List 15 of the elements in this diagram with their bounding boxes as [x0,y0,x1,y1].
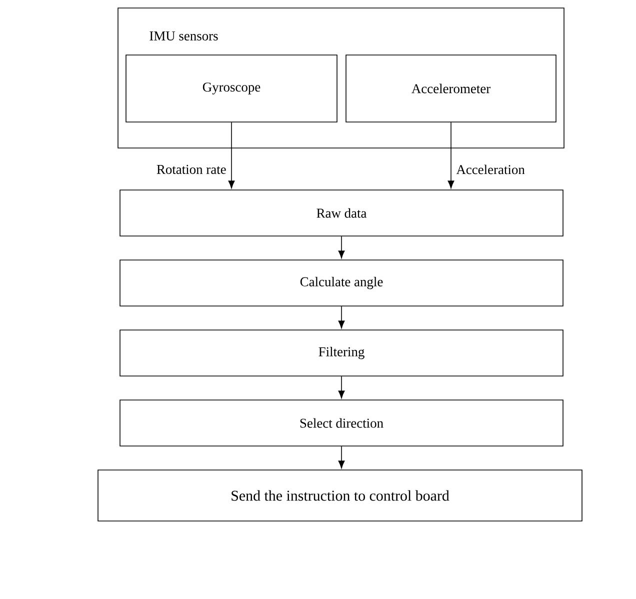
arrow [338,306,345,328]
edge-label: Rotation rate [155,164,228,175]
edge-label: Acceleration [455,164,526,176]
arrow [448,122,454,188]
process-box: Filtering [120,330,564,376]
process-box: Select direction [120,400,564,446]
arrow [338,236,345,258]
process-box: Gyroscope [126,54,338,122]
process-box: Send the instruction to control board [98,470,582,522]
process-box: Raw data [120,190,564,236]
arrow [338,376,345,398]
process-box: Calculate angle [120,260,564,306]
arrow [338,446,345,468]
process-box: Accelerometer [346,54,556,122]
arrow [228,122,235,188]
